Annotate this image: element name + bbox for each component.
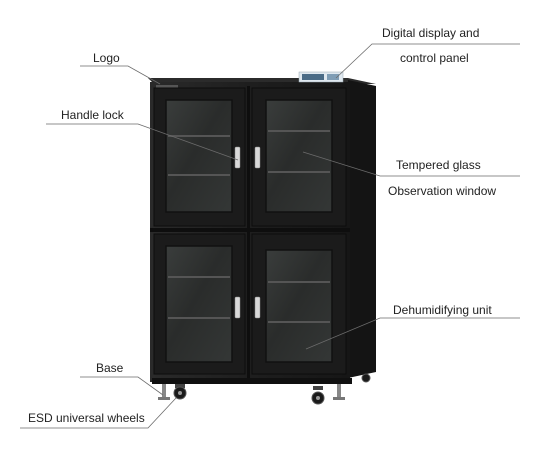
- leader-tempered-glass: [302, 151, 520, 177]
- label-base: Base: [96, 361, 124, 375]
- window-upper-left: [165, 99, 233, 213]
- handle-lower-left: [234, 296, 241, 319]
- window-upper-right: [265, 99, 333, 213]
- leader-esd-wheels: [20, 397, 177, 429]
- window-lower-right: [265, 249, 333, 363]
- logo-plate: [156, 85, 178, 89]
- leader-lines: [20, 43, 520, 429]
- wheel-left: [173, 384, 187, 400]
- label-logo: Logo: [93, 51, 120, 65]
- leader-base: [80, 376, 164, 396]
- label-observation-window: Observation window: [388, 184, 497, 198]
- label-tempered-glass: Tempered glass: [396, 158, 481, 172]
- label-control-panel: control panel: [400, 51, 469, 65]
- cabinet-base: [152, 378, 352, 384]
- foot-left: [162, 384, 166, 398]
- leader-digital-display: [335, 43, 520, 79]
- label-digital-display: Digital display and: [382, 26, 480, 40]
- leader-handle-lock: [46, 123, 239, 161]
- leader-dehumidifying-unit: [305, 317, 520, 350]
- wheel-back-right: [361, 373, 371, 383]
- wheel-right: [311, 386, 325, 405]
- door-divider-horizontal: [150, 228, 350, 232]
- window-lower-left: [165, 245, 233, 363]
- cabinet-side: [348, 80, 376, 378]
- label-esd-wheels: ESD universal wheels: [28, 411, 145, 425]
- foot-right: [337, 384, 341, 398]
- label-handle-lock: Handle lock: [61, 108, 124, 122]
- label-dehumidifying-unit: Dehumidifying unit: [393, 303, 492, 317]
- handle-lower-right: [254, 296, 261, 319]
- leader-logo: [80, 65, 161, 85]
- handle-upper-right: [254, 146, 261, 169]
- handle-upper-left: [234, 146, 241, 169]
